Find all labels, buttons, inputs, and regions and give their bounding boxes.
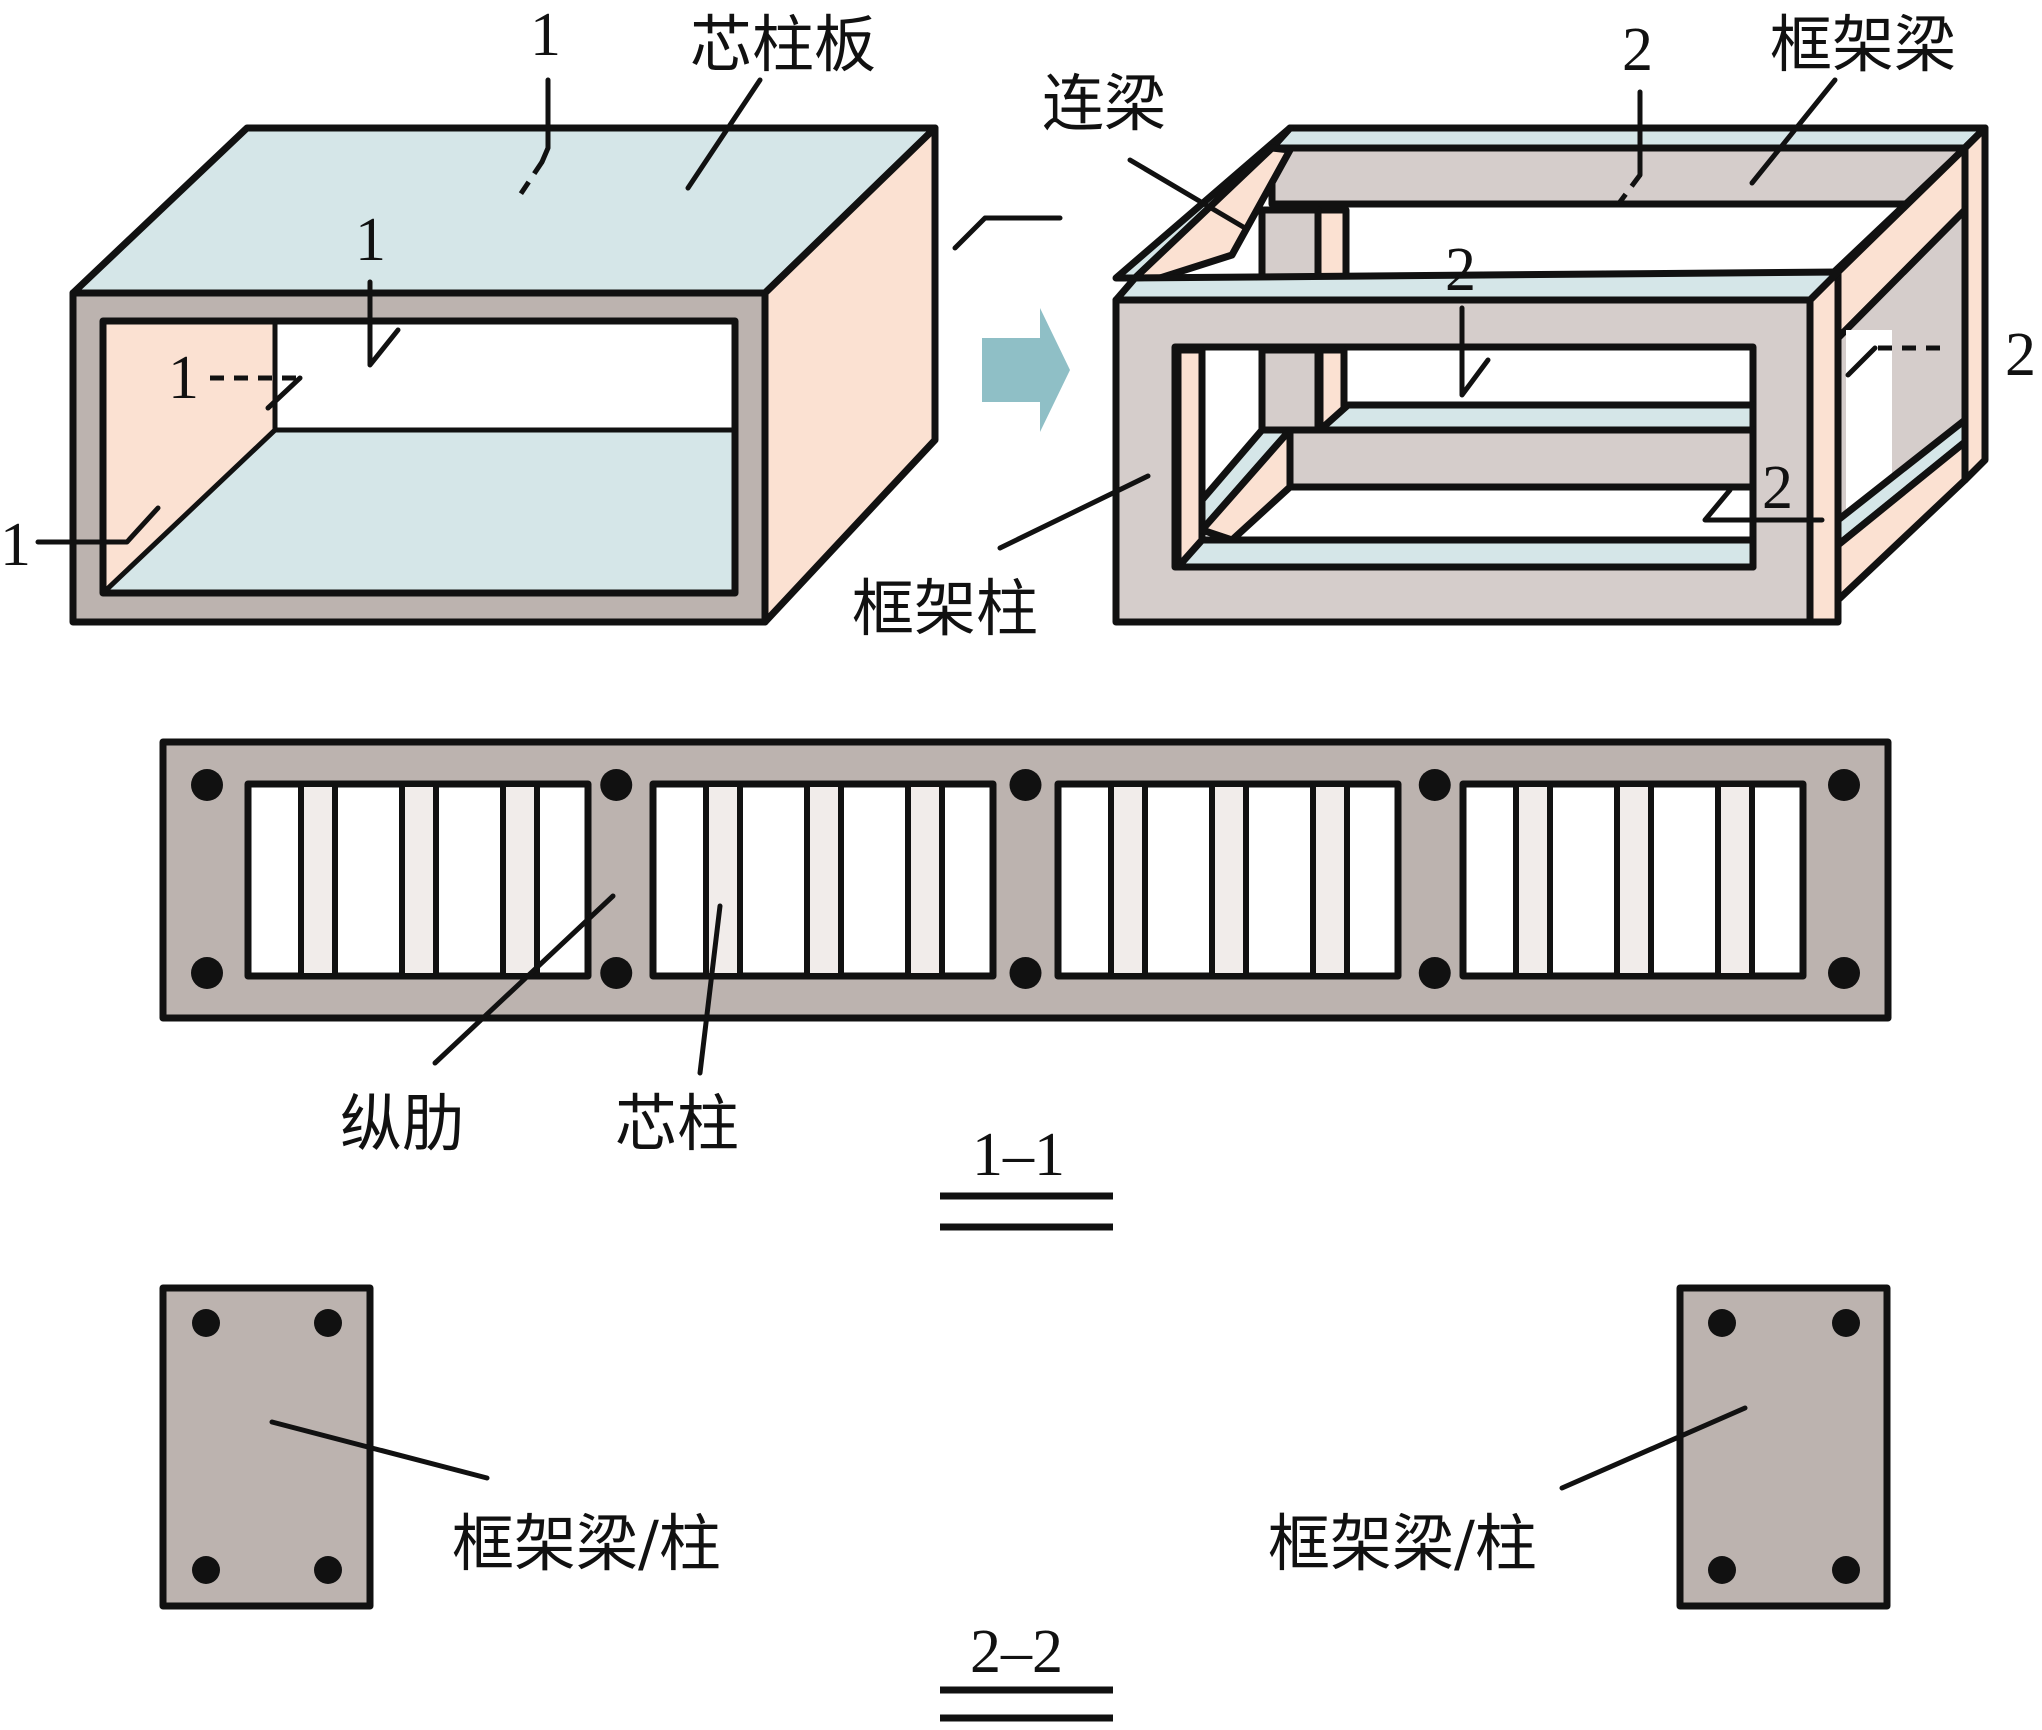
leader-rib (432, 893, 616, 1066)
rebar-dot (1828, 769, 1860, 801)
rebar-dot (1828, 957, 1860, 989)
core-column-strip (703, 781, 743, 979)
front-inner-post (1174, 346, 1206, 568)
core-column-strip (1108, 781, 1148, 979)
rebar-dot (314, 1309, 342, 1337)
front-right-post-side (1806, 268, 1842, 626)
label-core-column: 芯柱 (615, 1087, 739, 1160)
leader-core-plate (685, 77, 763, 191)
inner-back-beam-top (1316, 401, 1757, 434)
leader-frame-beam (1749, 77, 1838, 186)
section-mark-1-mid: 1 (355, 206, 386, 274)
section-1-1-rebars (191, 769, 1860, 989)
core-column-strip (500, 781, 540, 979)
section-leader-1-wall (265, 375, 303, 411)
box-inner-floor (103, 430, 735, 593)
rebar-dot (1708, 1556, 1736, 1584)
label-member-right: 框架梁/柱 (1268, 1507, 1537, 1580)
core-column-strip (298, 781, 338, 979)
leader-core-column (697, 903, 723, 1076)
rebar-dot (1832, 1309, 1860, 1337)
section-mark-1-floor: 1 (0, 511, 31, 579)
section-leader-2-top-dash (1611, 173, 1643, 212)
leader-member-left (269, 1419, 490, 1481)
rebar-dot (192, 1556, 220, 1584)
core-column-strip (1310, 781, 1350, 979)
label-member-left: 框架梁/柱 (452, 1507, 721, 1580)
core-column-strip (905, 781, 945, 979)
rebar-dot (1418, 769, 1451, 801)
section-title-1-1: 1–1 (972, 1121, 1065, 1189)
section-leader-2-side (1845, 345, 1878, 378)
section-leader-1-mid (367, 279, 401, 368)
coupling-beam-side (1131, 144, 1294, 282)
front-top-beam-top (1112, 268, 1842, 304)
section-title-2-2: 2–2 (970, 1618, 1063, 1686)
back-top-beam (1268, 144, 1969, 208)
section-leader-2-mid (1459, 305, 1491, 398)
section-mark-2-mid: 2 (1445, 236, 1476, 304)
core-column-strip (1614, 781, 1654, 979)
section-marks-2: 2 2 2 2 (1445, 16, 2036, 523)
label-frame-column: 框架柱 (852, 572, 1038, 645)
section-mark-2-side: 2 (2005, 321, 2036, 389)
section-1-1 (159, 738, 1892, 1022)
core-plate-box (69, 124, 939, 626)
section-leader-1-top-dash (517, 160, 545, 197)
section-1-1-bays (244, 780, 1807, 980)
rebar-dot (1832, 1556, 1860, 1584)
box-inner-left-wall (103, 321, 275, 593)
rebar-dot (1418, 957, 1451, 989)
section-leader-2-bottom (1702, 487, 1825, 523)
core-column-strip (1513, 781, 1553, 979)
rebar-dot (314, 1556, 342, 1584)
rebar-dot (1009, 769, 1042, 801)
core-column-strip (804, 781, 844, 979)
core-column-strip (1715, 781, 1755, 979)
core-column-strip (1209, 781, 1249, 979)
label-coupling-beam: 连梁 (1042, 67, 1166, 140)
inner-bottom-beam-top (1174, 536, 1757, 571)
label-core-plate: 芯柱板 (690, 8, 876, 81)
rebar-dot (1708, 1309, 1736, 1337)
rebar-dot (191, 769, 223, 801)
section-2-2-member-left (159, 1284, 374, 1610)
section-2-2-member-right (1676, 1284, 1891, 1610)
member-left-section (159, 1284, 374, 1610)
frame-structure (1112, 124, 1989, 626)
rebar-dot (191, 957, 223, 989)
leader-coupling-beam (1127, 157, 1248, 231)
cut-mark (952, 215, 1063, 251)
core-column-strip (399, 781, 439, 979)
right-arrow-icon (982, 308, 1070, 432)
label-frame-beam: 框架梁 (1770, 8, 1956, 81)
box-inner-outline (99, 317, 739, 597)
label-rib: 纵肋 (340, 1087, 464, 1160)
rebar-dot (1009, 957, 1042, 989)
section-leader-1-top (539, 77, 551, 165)
rebar-dot (192, 1309, 220, 1337)
rebar-dot (600, 769, 633, 801)
member-right-section (1676, 1284, 1891, 1610)
section-marks-1: 1 1 1 1 (0, 1, 561, 579)
leader-frame-column (997, 473, 1151, 551)
inner-back-beam (1286, 426, 1757, 491)
leader-member-right (1559, 1405, 1748, 1491)
section-mark-1-top: 1 (530, 1, 561, 69)
rebar-dot (600, 957, 633, 989)
section-mark-1-wall: 1 (168, 344, 199, 412)
section-leader-1-floor (35, 505, 161, 545)
box-inner-diagonal-edge (100, 427, 278, 596)
section-mark-2-bottom: 2 (1762, 454, 1793, 522)
section-mark-2-top: 2 (1622, 16, 1653, 84)
